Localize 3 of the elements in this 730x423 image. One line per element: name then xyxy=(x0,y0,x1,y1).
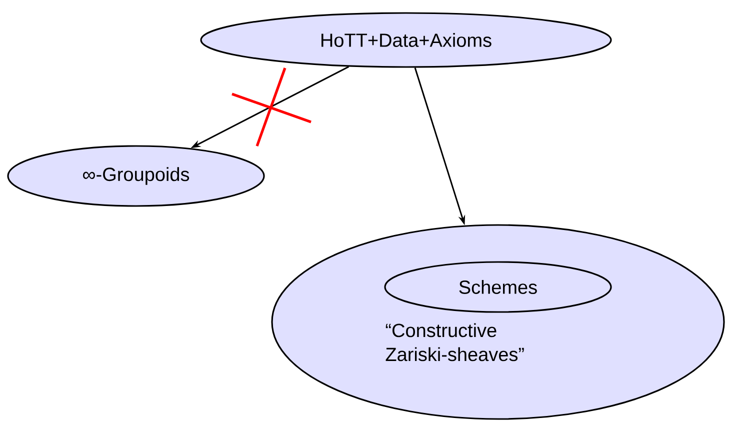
ellipse-node: Schemes xyxy=(384,261,612,313)
ellipse-node: HoTT+Data+Axioms xyxy=(200,12,612,68)
ellipse-node: ∞-Groupoids xyxy=(7,145,265,207)
